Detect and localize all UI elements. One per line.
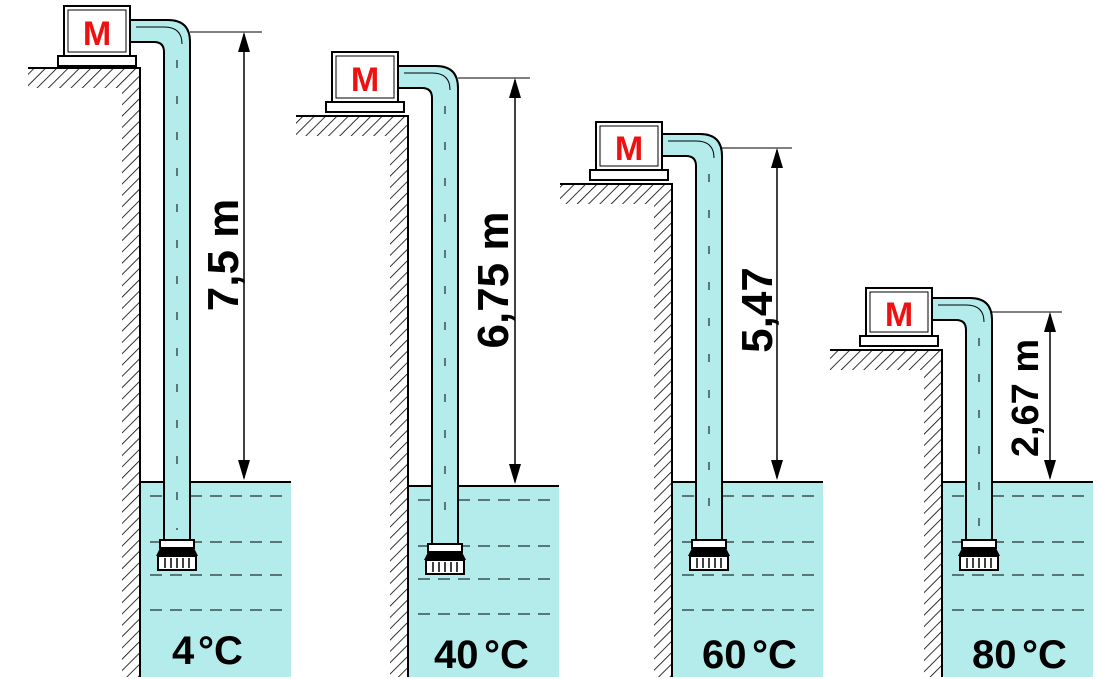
pump-system-80c: M 2,67 m 80 °C	[830, 287, 1093, 677]
motor: M	[589, 121, 669, 181]
motor-label: M	[615, 130, 643, 168]
strainer	[156, 539, 198, 571]
height-dimension: 5,47	[722, 147, 792, 480]
motor: M	[57, 5, 137, 67]
temperature-label: 40 °C	[434, 633, 529, 677]
pump-system-60c: M 5,47 60 °C	[560, 121, 823, 677]
temp-value: 40	[434, 633, 479, 677]
height-dimension: 7,5 m	[190, 31, 262, 480]
pump-system-4c: M 7,5 m 4 °C	[28, 5, 291, 677]
height-dimension: 2,67 m	[992, 311, 1062, 480]
motor: M	[859, 287, 939, 347]
height-dimension: 6,75 m	[458, 77, 530, 484]
strainer	[688, 539, 730, 571]
temp-unit: °C	[752, 633, 797, 677]
height-label: 7,5 m	[199, 199, 248, 312]
temp-unit: °C	[1022, 633, 1067, 677]
ground-ledge	[560, 183, 673, 677]
temperature-label: 80 °C	[972, 633, 1067, 677]
motor-label: M	[351, 61, 379, 99]
temp-unit: °C	[198, 629, 243, 673]
height-label: 2,67 m	[1005, 339, 1047, 457]
temp-value: 80	[972, 633, 1017, 677]
height-label: 6,75 m	[469, 212, 518, 349]
height-label: 5,47	[733, 267, 782, 353]
ground-ledge	[296, 115, 409, 677]
ground-ledge	[28, 67, 141, 677]
strainer	[424, 543, 466, 575]
temp-value: 4	[172, 629, 195, 673]
strainer	[958, 539, 1000, 571]
temperature-label: 4 °C	[172, 629, 243, 673]
temperature-label: 60 °C	[702, 633, 797, 677]
motor-label: M	[83, 15, 111, 53]
motor-label: M	[885, 296, 913, 334]
temp-unit: °C	[484, 633, 529, 677]
pump-system-40c: M 6,75 m 40 °C	[296, 51, 559, 677]
temp-value: 60	[702, 633, 747, 677]
motor: M	[325, 51, 405, 113]
ground-ledge	[830, 349, 943, 677]
